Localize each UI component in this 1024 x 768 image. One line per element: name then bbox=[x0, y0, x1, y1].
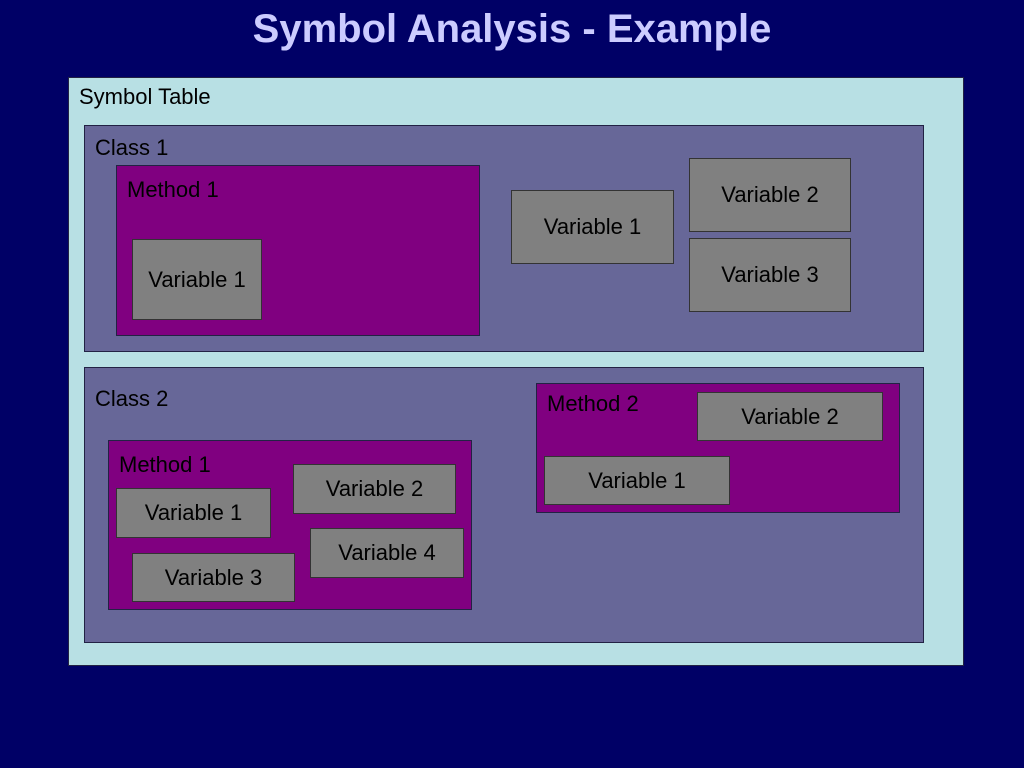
class-1-variable-2: Variable 2 bbox=[689, 158, 851, 232]
slide-title: Symbol Analysis - Example bbox=[252, 7, 772, 51]
class-2-method-1-variable-3: Variable 3 bbox=[132, 553, 295, 602]
class-1-label: Class 1 bbox=[95, 135, 169, 160]
class-2-method-2-label: Method 2 bbox=[547, 391, 639, 416]
class-1-variable-1: Variable 1 bbox=[511, 190, 674, 264]
class-2-method-1-label: Method 1 bbox=[119, 452, 211, 477]
class-2-label: Class 2 bbox=[95, 386, 169, 411]
class-1-method-1-label: Method 1 bbox=[127, 177, 219, 202]
class-1-variable-3: Variable 3 bbox=[689, 238, 851, 312]
class-2-method-1-variable-4: Variable 4 bbox=[310, 528, 464, 578]
class-1-method-1-variable-1: Variable 1 bbox=[132, 239, 262, 320]
class-2-method-1-variable-2: Variable 2 bbox=[293, 464, 456, 514]
class-2-method-1-variable-1: Variable 1 bbox=[116, 488, 271, 538]
class-2-method-2-variable-2: Variable 2 bbox=[697, 392, 883, 441]
class-2-method-2-variable-1: Variable 1 bbox=[544, 456, 730, 505]
symbol-table-label: Symbol Table bbox=[79, 84, 211, 109]
